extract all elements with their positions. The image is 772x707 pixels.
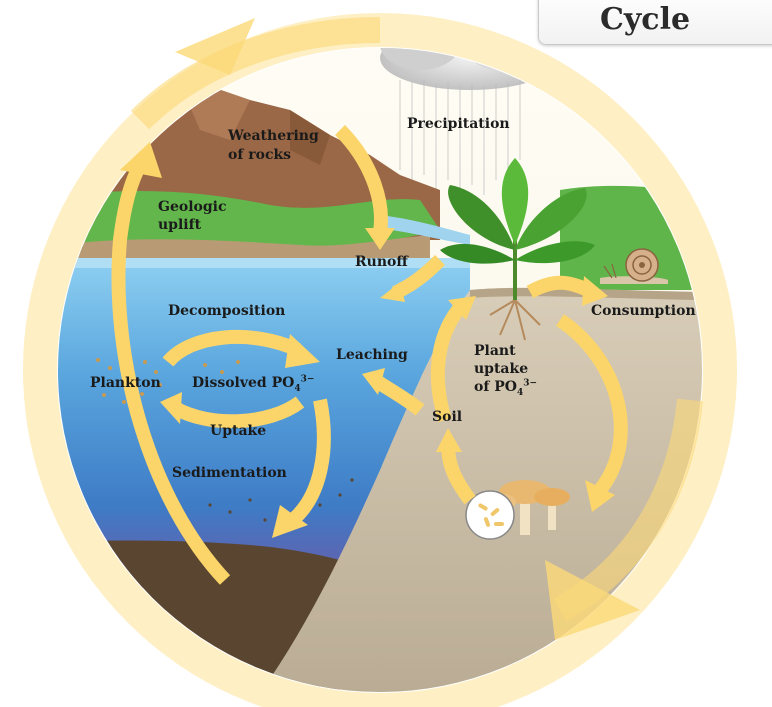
plant-uptake-arrowhead xyxy=(448,296,476,320)
decomposition-arrowhead xyxy=(285,334,320,368)
diagram-title: Cycle xyxy=(600,2,691,37)
runoff-arrowhead xyxy=(380,282,405,302)
outer-arrow-head-top xyxy=(175,18,255,75)
label-dissolved-po4: Dissolved PO43− xyxy=(192,374,315,394)
po4-superscript: 3− xyxy=(523,378,538,389)
label-decomposition: Decomposition xyxy=(168,303,286,319)
decay-arrowhead xyxy=(585,480,615,512)
label-runoff: Runoff xyxy=(355,254,408,270)
label-uplift: uplift xyxy=(158,217,202,233)
plant-uptake-arrow xyxy=(430,300,468,423)
label-uptake: Uptake xyxy=(210,423,267,439)
stream xyxy=(378,215,470,245)
outer-arrow-head-bottom xyxy=(545,560,640,640)
label-consumption: Consumption xyxy=(591,303,696,319)
weathering-arrow xyxy=(334,125,388,234)
plant xyxy=(440,158,595,341)
label-weathering: Weathering xyxy=(228,128,319,144)
label-leaching: Leaching xyxy=(336,347,408,363)
uptake-arrowhead xyxy=(160,392,182,424)
label-sedimentation: Sedimentation xyxy=(172,465,287,481)
soil-return-arrowhead xyxy=(436,428,462,452)
sedimentation-arrow xyxy=(290,398,331,524)
dissolved-superscript: 3− xyxy=(300,374,315,385)
consumption-arrowhead xyxy=(582,276,608,306)
decay-arrow xyxy=(556,314,628,495)
weathering-arrowhead xyxy=(365,228,395,250)
label-uptake-word: uptake xyxy=(474,361,529,377)
sedimentation-arrowhead xyxy=(272,505,308,538)
title-tab xyxy=(538,0,772,45)
dissolved-subscript: 4 xyxy=(294,383,301,394)
label-geologic: Geologic xyxy=(158,199,227,215)
leaching-arrowhead xyxy=(362,368,385,395)
bacteria-inset xyxy=(465,490,515,540)
snail xyxy=(600,248,668,284)
geologic-uplift-arrow xyxy=(111,161,231,585)
leaching-arrow xyxy=(374,376,425,416)
label-plant: Plant xyxy=(474,343,516,359)
label-soil: Soil xyxy=(432,409,463,425)
label-dissolved-text: Dissolved PO xyxy=(192,375,295,391)
green-hills xyxy=(58,190,440,255)
label-of-rocks: of rocks xyxy=(228,147,292,163)
po4-subscript: 4 xyxy=(516,387,524,398)
decomposition-arrow xyxy=(162,329,301,367)
geologic-uplift-arrowhead xyxy=(120,142,162,178)
label-of-po4: of PO43− xyxy=(474,378,538,398)
label-plankton: Plankton xyxy=(90,375,161,391)
label-of-po4-text: of PO xyxy=(474,379,517,395)
uptake-arrow xyxy=(171,396,305,429)
label-precipitation: Precipitation xyxy=(407,116,510,132)
